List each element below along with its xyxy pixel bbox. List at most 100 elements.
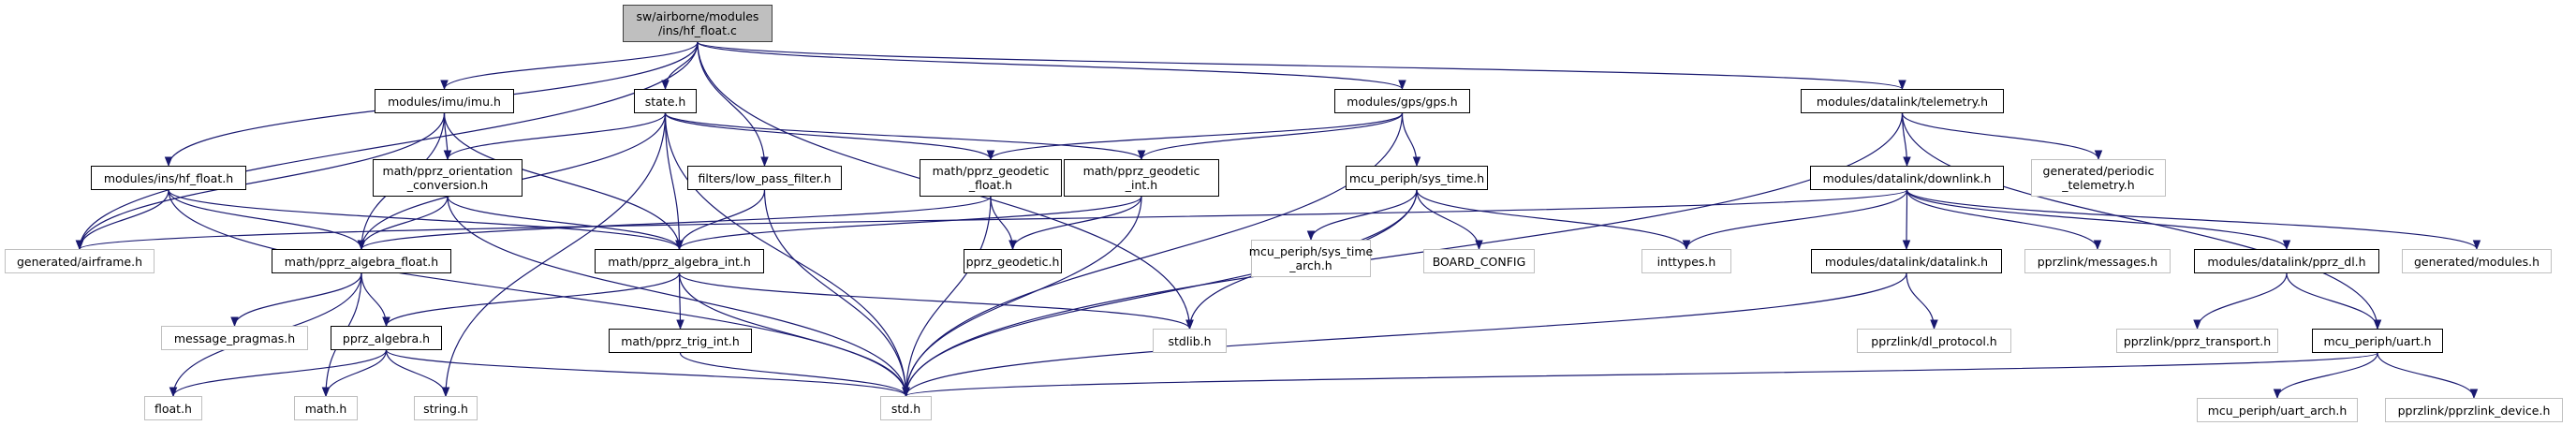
edge-downlink-to-gen-modules (1906, 189, 2481, 251)
edge-geodetic-float-to-std-h (902, 196, 992, 398)
node-datalink[interactable]: modules/datalink/datalink.h (1811, 249, 2002, 273)
node-label: pprz_geodetic.h (965, 254, 1060, 269)
node-state[interactable]: state.h (634, 89, 697, 113)
node-pprz-algebra[interactable]: pprz_algebra.h (331, 326, 442, 350)
node-algebra-int[interactable]: math/pprz_algebra_int.h (595, 249, 764, 273)
node-periodic: generated/periodic _telemetry.h (2031, 159, 2166, 197)
node-label: math/pprz_geodetic _int.h (1082, 164, 1200, 192)
edge-algebra-float-to-pprz-algebra (361, 272, 390, 328)
node-label: modules/gps/gps.h (1347, 94, 1458, 109)
node-uart-arch: mcu_periph/uart_arch.h (2197, 398, 2358, 422)
node-float-h: float.h (144, 396, 202, 420)
edge-downlink-to-pprz-dl (1906, 189, 2291, 251)
edge-uart-to-std-h (902, 352, 2378, 398)
edge-gps-to-sys-time (1401, 112, 1421, 168)
edge-root-to-imu (440, 41, 699, 91)
node-label: math/pprz_algebra_float.h (284, 254, 439, 269)
edge-geodetic-float-to-algebra-float (357, 196, 992, 251)
node-airframe: generated/airframe.h (5, 249, 155, 273)
node-label: pprzlink/pprzlink_device.h (2397, 403, 2551, 418)
edge-geodetic-int-to-geodetic (1008, 196, 1142, 251)
node-gps[interactable]: modules/gps/gps.h (1334, 89, 1470, 113)
node-root[interactable]: sw/airborne/modules /ins/hf_float.c (623, 5, 773, 42)
node-hf-float-h[interactable]: modules/ins/hf_float.h (91, 166, 246, 190)
edge-state-to-algebra-int (664, 112, 684, 251)
edge-datalink-to-std-h (902, 272, 1907, 398)
node-label: modules/datalink/datalink.h (1824, 254, 1989, 269)
edge-state-to-std-h (664, 112, 910, 398)
edge-low-pass-to-std-h (763, 189, 910, 398)
edge-hf-float-h-to-airframe (75, 189, 169, 251)
node-sys-time-arch: mcu_periph/sys_time _arch.h (1248, 240, 1374, 277)
node-label: std.h (891, 401, 921, 416)
node-label: generated/airframe.h (16, 254, 142, 269)
edge-orientation-to-algebra-int (447, 196, 684, 251)
node-low-pass[interactable]: filters/low_pass_filter.h (687, 166, 842, 190)
node-downlink[interactable]: modules/datalink/downlink.h (1810, 166, 2004, 190)
node-telemetry[interactable]: modules/datalink/telemetry.h (1801, 89, 2004, 113)
node-label: pprzlink/dl_protocol.h (1871, 333, 1997, 348)
edge-geodetic-int-to-std-h (902, 196, 1142, 398)
edge-state-to-string-h (441, 112, 667, 398)
edge-hf-float-h-to-algebra-float (168, 189, 366, 251)
edge-root-to-low-pass (697, 41, 769, 168)
node-label: mcu_periph/uart_arch.h (2207, 403, 2348, 418)
edge-algebra-int-to-std-h (678, 272, 910, 398)
edge-imu-to-airframe (75, 112, 446, 251)
edge-algebra-int-to-trig-int (676, 272, 684, 331)
node-imu[interactable]: modules/imu/imu.h (375, 89, 514, 113)
edge-sys-time-to-board-config (1416, 189, 1483, 251)
edge-orientation-to-algebra-float (357, 196, 449, 251)
edge-gps-to-geodetic-float (986, 112, 1404, 161)
node-pprz-dl[interactable]: modules/datalink/pprz_dl.h (2194, 249, 2379, 273)
node-std-h: std.h (880, 396, 932, 420)
node-label: sw/airborne/modules /ins/hf_float.c (636, 9, 759, 37)
node-string-h: string.h (414, 396, 478, 420)
edge-orientation-to-std-h (447, 196, 910, 398)
edge-root-to-airframe (75, 41, 699, 251)
node-label: message_pragmas.h (173, 331, 296, 345)
node-label: generated/periodic _telemetry.h (2042, 164, 2155, 192)
node-geodetic[interactable]: pprz_geodetic.h (964, 249, 1062, 273)
edge-root-to-state (661, 41, 699, 91)
node-orientation[interactable]: math/pprz_orientation _conversion.h (373, 159, 523, 197)
edge-downlink-to-messages (1906, 189, 2102, 251)
node-algebra-float[interactable]: math/pprz_algebra_float.h (272, 249, 451, 273)
node-pprzlink-device: pprzlink/pprzlink_device.h (2385, 398, 2563, 422)
edge-pprz-algebra-to-math-h (321, 349, 388, 398)
node-math-h: math.h (294, 396, 358, 420)
edge-uart-to-uart-arch (2273, 352, 2378, 400)
edge-trig-int-to-std-h (679, 352, 910, 398)
node-dl-protocol: pprzlink/dl_protocol.h (1857, 329, 2011, 353)
node-label: math.h (304, 401, 347, 416)
edge-state-to-geodetic-float (664, 112, 995, 161)
edge-pprz-algebra-to-std-h (385, 349, 910, 398)
node-label: mcu_periph/uart.h (2323, 333, 2432, 348)
edge-hf-float-h-to-algebra-int (168, 189, 684, 251)
node-label: filters/low_pass_filter.h (698, 170, 832, 185)
node-label: mcu_periph/sys_time _arch.h (1248, 244, 1374, 272)
edge-root-to-telemetry (697, 41, 1906, 91)
node-label: modules/datalink/downlink.h (1822, 170, 1992, 185)
node-message-pragmas: message_pragmas.h (161, 326, 308, 350)
node-geodetic-float[interactable]: math/pprz_geodetic _float.h (920, 159, 1062, 197)
edge-datalink-to-dl-protocol (1906, 272, 1938, 331)
edge-sys-time-to-inttypes (1416, 189, 1691, 251)
node-pprz-transport: pprzlink/pprz_transport.h (2116, 329, 2278, 353)
node-label: inttypes.h (1656, 254, 1716, 269)
node-geodetic-int[interactable]: math/pprz_geodetic _int.h (1064, 159, 1219, 197)
edge-sys-time-to-sys-time-arch (1306, 189, 1418, 242)
node-uart[interactable]: mcu_periph/uart.h (2312, 329, 2443, 353)
edge-pprz-dl-to-pprz-transport (2193, 272, 2288, 331)
node-sys-time[interactable]: mcu_periph/sys_time.h (1346, 166, 1488, 190)
node-label: state.h (644, 94, 686, 109)
edge-root-to-gps (697, 41, 1406, 91)
node-label: modules/datalink/pprz_dl.h (2207, 254, 2366, 269)
node-label: BOARD_CONFIG (1432, 254, 1526, 269)
node-label: modules/imu/imu.h (388, 94, 501, 109)
node-label: math/pprz_trig_int.h (621, 333, 740, 348)
node-label: modules/datalink/telemetry.h (1816, 94, 1989, 109)
edge-gps-to-geodetic-int (1137, 112, 1404, 161)
node-label: math/pprz_geodetic _float.h (932, 164, 1050, 192)
node-trig-int[interactable]: math/pprz_trig_int.h (609, 329, 752, 353)
